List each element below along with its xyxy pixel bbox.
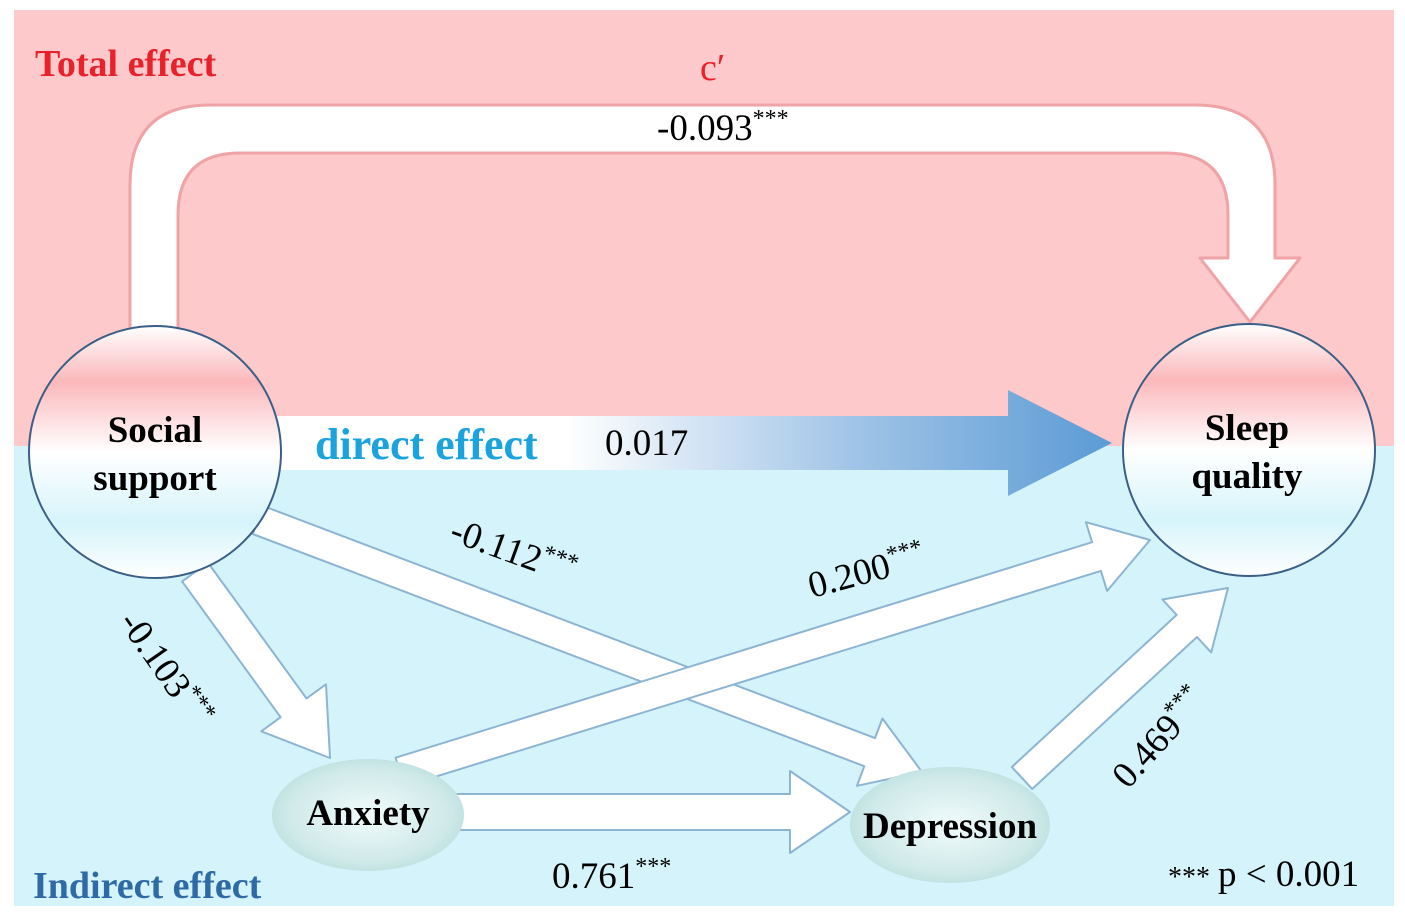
social-support-label-line2: support <box>93 458 217 499</box>
significance-note: ***p < 0.001 <box>1168 854 1359 895</box>
social-support-label-line1: Social <box>108 410 203 451</box>
direct-effect-coefficient: 0.017 <box>605 423 688 464</box>
total-effect-coefficient: -0.093*** <box>657 106 789 149</box>
depression-label: Depression <box>863 806 1037 847</box>
depression-to-sleep-arrow <box>1010 587 1229 790</box>
indirect-arrows <box>181 505 1229 854</box>
direct-effect-arrow <box>270 390 1112 496</box>
anxiety-label: Anxiety <box>306 793 430 834</box>
anxiety-to-depression-arrow <box>454 770 851 854</box>
anxiety-to-sleep-arrow <box>394 521 1151 788</box>
ss-to-depression-arrow <box>251 505 923 787</box>
sleep-quality-node <box>1122 323 1376 577</box>
ss-to-anxiety-arrow <box>181 561 331 759</box>
anxiety-node <box>272 759 464 871</box>
indirect-effect-label: Indirect effect <box>33 865 262 907</box>
sleep-quality-label-line1: Sleep <box>1205 408 1289 449</box>
anxiety-depression-coefficient: 0.761*** <box>552 854 671 897</box>
sleep-quality-label-line2: quality <box>1191 456 1303 497</box>
c-prime-label: c′ <box>700 47 725 89</box>
total-effect-arrow <box>128 103 1302 332</box>
total-effect-label: Total effect <box>35 43 216 85</box>
social-support-node <box>28 325 282 579</box>
direct-effect-label: direct effect <box>315 420 538 469</box>
depression-node <box>850 767 1050 883</box>
